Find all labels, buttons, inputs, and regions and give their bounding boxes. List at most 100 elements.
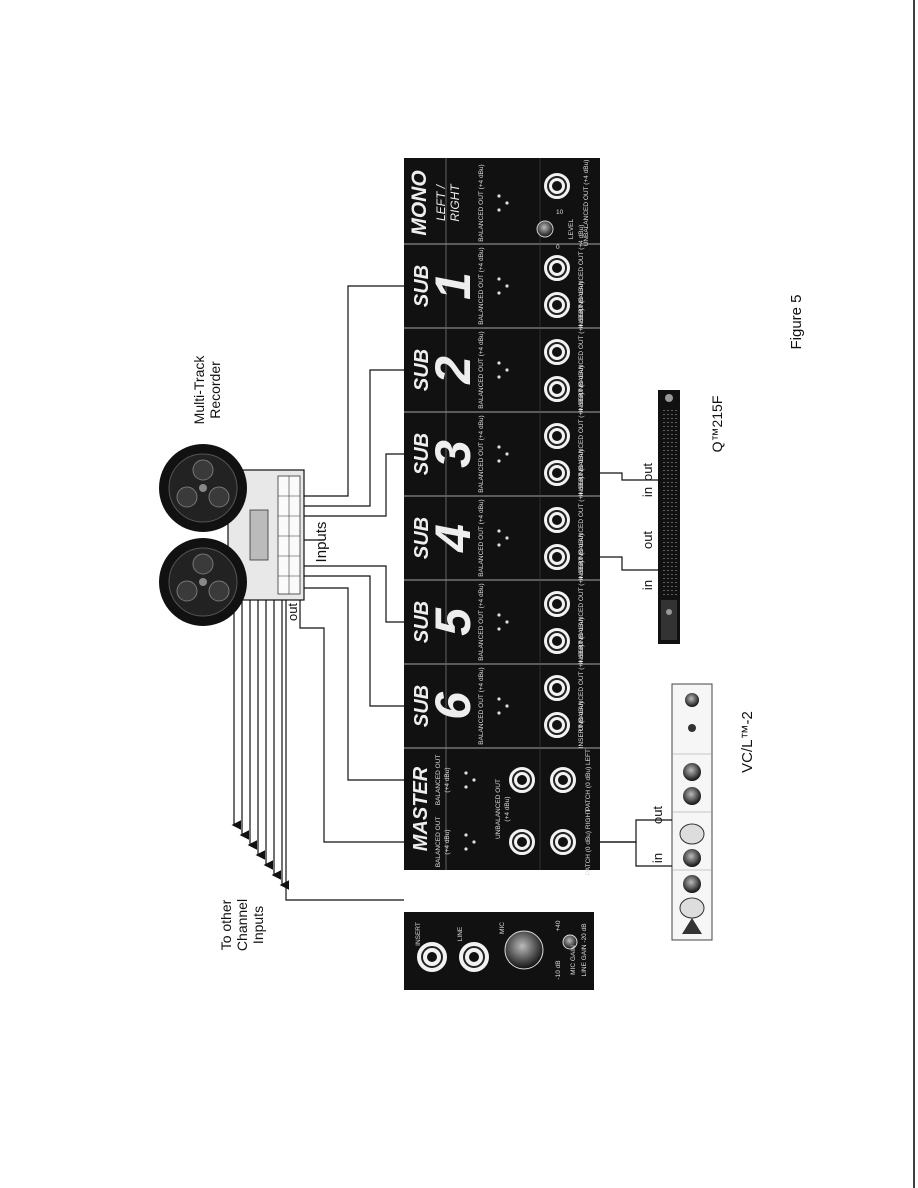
level-knob[interactable]: [536, 220, 554, 238]
vcl-knob[interactable]: [683, 849, 701, 867]
master-balanced-out-label-2: BALANCED OUT: [435, 817, 442, 868]
sub-3-strip: SUB 3 BALANCED OUT (+4 dBu) UNBALANCED O…: [411, 393, 585, 497]
sub-6-insert-label: INSERT (0 dBu): [578, 702, 585, 749]
vcl2-compressor: [671, 683, 713, 941]
level-scale-min: 0: [556, 244, 560, 251]
master-title: MASTER: [410, 766, 432, 851]
sub-1-title: SUB: [411, 265, 433, 307]
master-strip: MASTER BALANCED OUT (+4 dBu) BALANCED OU…: [410, 749, 592, 875]
mono-unbalanced-jack[interactable]: [542, 171, 572, 201]
vcl-knob[interactable]: [683, 763, 701, 781]
vcl2-label: VC/L™-2: [739, 711, 756, 773]
sub-5-insert-jack[interactable]: [542, 626, 572, 656]
sub-5-title: SUB: [411, 601, 433, 643]
sub-4-title: SUB: [411, 517, 433, 559]
master-balanced-out-label: BALANCED OUT: [435, 755, 442, 806]
sub-3-unbalanced-label: UNBALANCED OUT (+4 dBu): [578, 393, 585, 480]
sub-4-balanced-label: BALANCED OUT (+4 dBu): [478, 499, 485, 576]
sub-1-balanced-label: BALANCED OUT (+4 dBu): [478, 247, 485, 324]
sub-4-number: 4: [425, 524, 481, 553]
sub-5-unbalanced-jack[interactable]: [542, 589, 572, 619]
vcl-led: [688, 724, 696, 732]
sub-1-insert-jack[interactable]: [542, 290, 572, 320]
eq-logo-icon: [665, 394, 673, 402]
master-patch-left-label: PATCH (0 dBu) LEFT: [585, 749, 592, 811]
mono-strip: MONO LEFT / RIGHT BALANCED OUT (+4 dBu) …: [408, 160, 590, 251]
mono-subtitle-2: RIGHT: [448, 183, 462, 222]
sub-5-unbalanced-label: UNBALANCED OUT (+4 dBu): [578, 561, 585, 648]
sub-2-strip: SUB 2 BALANCED OUT (+4 dBu) UNBALANCED O…: [411, 309, 585, 413]
sub-3-unbalanced-jack[interactable]: [542, 421, 572, 451]
eq-power-icon: [666, 609, 672, 615]
line-label: LINE: [457, 926, 464, 941]
xlr-connector: [464, 771, 476, 789]
sub-3-insert-jack[interactable]: [542, 458, 572, 488]
vcl-knob[interactable]: [683, 787, 701, 805]
level-label: LEVEL: [568, 219, 575, 240]
sub-6-number: 6: [425, 691, 481, 720]
sub-6-insert-jack[interactable]: [542, 710, 572, 740]
mono-unbalanced-label: UNBALANCED OUT (+4 dBu): [583, 160, 590, 247]
xlr-connector: [497, 194, 509, 212]
xlr-connector: [497, 529, 509, 547]
master-balanced-level: (+4 dBu): [444, 767, 451, 792]
level-scale-max: 10: [556, 209, 564, 216]
sub-1-unbalanced-label: UNBALANCED OUT (+4 dBu): [578, 225, 585, 312]
mono-title: MONO: [408, 170, 431, 235]
sub-6-strip: SUB 6 BALANCED OUT (+4 dBu) UNBALANCED O…: [411, 645, 585, 749]
sub-4-unbalanced-label: UNBALANCED OUT (+4 dBu): [578, 477, 585, 564]
eq-in-label: in: [640, 487, 655, 497]
master-unbalanced-label: UNBALANCED OUT: [495, 779, 502, 839]
sub-4-unbalanced-jack[interactable]: [542, 505, 572, 535]
vcl-out-label: out: [650, 806, 665, 824]
master-unbalanced-right-jack[interactable]: [507, 827, 537, 857]
to-other-label-line1: To other: [218, 899, 234, 950]
xlr-connector: [497, 445, 509, 463]
sub-3-balanced-label: BALANCED OUT (+4 dBu): [478, 415, 485, 492]
vcl-meter: [679, 897, 705, 919]
xlr-connector: [497, 277, 509, 295]
mic-label: MIC: [499, 922, 506, 934]
figure-caption: Figure 5: [788, 294, 805, 349]
sub-3-number: 3: [425, 440, 481, 468]
sub-5-number: 5: [425, 607, 481, 636]
line-gain-label: LINE GAIN -20 dB: [581, 923, 588, 976]
xlr-connector: [464, 833, 476, 851]
tape-reel-left: [159, 538, 247, 626]
master-patch-right-jack[interactable]: [548, 827, 578, 857]
vcl-knob[interactable]: [683, 875, 701, 893]
sub-2-balanced-label: BALANCED OUT (+4 dBu): [478, 331, 485, 408]
to-other-label-line3: Inputs: [250, 906, 266, 944]
xlr-connector: [497, 613, 509, 631]
sub-4-insert-jack[interactable]: [542, 542, 572, 572]
xlr-connector: [497, 697, 509, 715]
insert-jack[interactable]: [415, 940, 449, 974]
multitrack-label-line1: Multi-Track: [191, 355, 207, 425]
mic-xlr-jack[interactable]: [504, 930, 544, 970]
sub-6-unbalanced-jack[interactable]: [542, 673, 572, 703]
mono-subtitle-1: LEFT /: [434, 183, 448, 221]
master-unbalanced-left-jack[interactable]: [507, 765, 537, 795]
eq-out-label-2: out: [640, 531, 655, 549]
vcl-logo-icon: [682, 918, 702, 934]
vcl-knob[interactable]: [685, 693, 699, 707]
gain-min: +40: [555, 920, 562, 931]
master-patch-left-jack[interactable]: [548, 765, 578, 795]
sub-1-unbalanced-jack[interactable]: [542, 253, 572, 283]
multitrack-recorder: [159, 444, 305, 626]
master-balanced-level-2: (+4 dBu): [444, 829, 451, 854]
sub-2-insert-jack[interactable]: [542, 374, 572, 404]
line-jack[interactable]: [457, 940, 491, 974]
mic-gain-knob[interactable]: [562, 934, 578, 950]
sub-1-strip: SUB 1 BALANCED OUT (+4 dBu) UNBALANCED O…: [411, 225, 585, 329]
sub-6-balanced-label: BALANCED OUT (+4 dBu): [478, 667, 485, 744]
xlr-connector: [497, 361, 509, 379]
vcl-in-label: in: [650, 853, 665, 863]
sub-5-balanced-label: BALANCED OUT (+4 dBu): [478, 583, 485, 660]
eq-faders[interactable]: [663, 410, 677, 596]
master-unbalanced-level: (+4 dBu): [504, 796, 511, 821]
to-other-label-line2: Channel: [234, 899, 250, 951]
sub-2-unbalanced-jack[interactable]: [542, 337, 572, 367]
sub-5-insert-label: INSERT (0 dBu): [578, 618, 585, 665]
